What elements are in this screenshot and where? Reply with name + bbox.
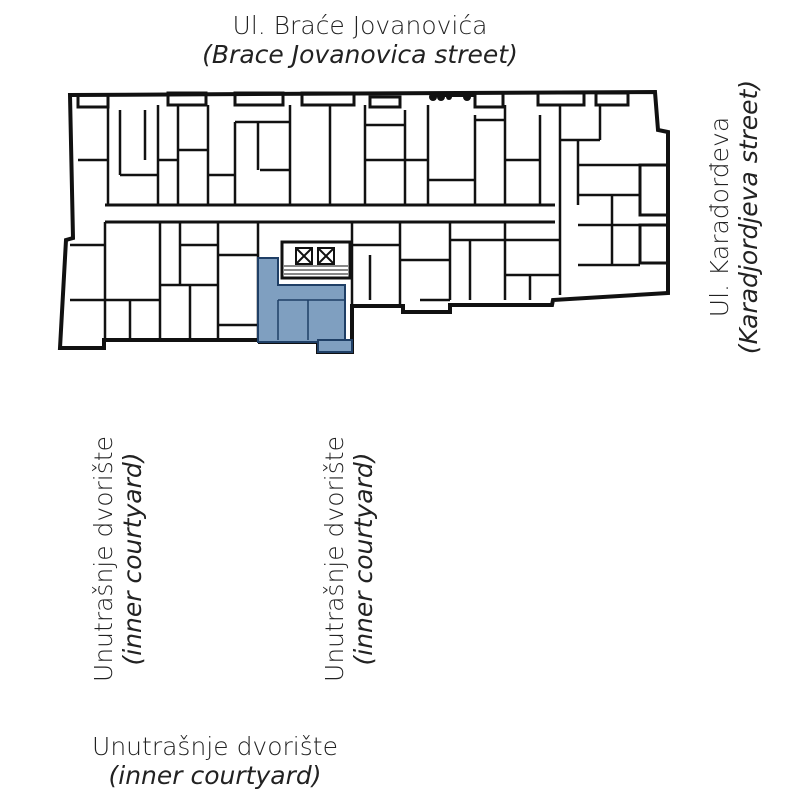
apartment-highlight bbox=[257, 257, 353, 353]
interior-walls-north bbox=[78, 105, 640, 295]
balcony-railing-icon bbox=[429, 93, 475, 101]
bay-window bbox=[233, 91, 285, 107]
bay-window bbox=[76, 93, 110, 109]
bay-window bbox=[638, 163, 670, 217]
courtyard-name-english: (inner courtyard) bbox=[108, 760, 322, 790]
bay-window bbox=[638, 223, 670, 265]
elevator-icon bbox=[317, 247, 335, 265]
street-name-english: (Brace Jovanovica street) bbox=[202, 39, 518, 69]
selected-apartment-balcony bbox=[317, 339, 353, 353]
bay-window bbox=[166, 91, 208, 107]
street-facade-bays bbox=[76, 91, 670, 265]
courtyard-label-bottom: Unutrašnje dvorište (inner courtyard) bbox=[0, 732, 430, 791]
street-name: Ul. Braće Jovanovića bbox=[232, 11, 488, 40]
bay-window bbox=[368, 95, 402, 109]
elevator-icon bbox=[295, 247, 313, 265]
corridor bbox=[105, 203, 555, 224]
bay-window bbox=[536, 91, 586, 107]
bay-window bbox=[473, 91, 505, 109]
bay-window bbox=[300, 91, 356, 107]
bay-window bbox=[594, 91, 630, 107]
street-label-top: Ul. Braće Jovanovića (Brace Jovanovica s… bbox=[0, 11, 720, 70]
courtyard-name: Unutrašnje dvorište bbox=[92, 732, 338, 761]
stair-icon bbox=[284, 265, 348, 275]
stair-core bbox=[280, 240, 352, 280]
